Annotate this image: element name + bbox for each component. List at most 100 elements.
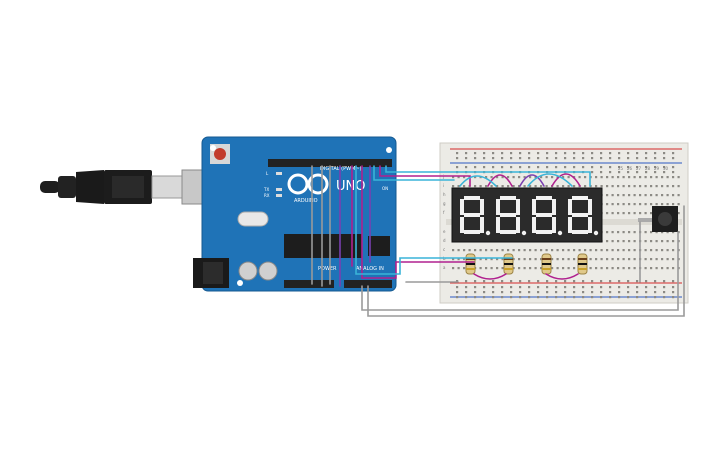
rail-hole[interactable] <box>483 296 486 299</box>
rail-hole[interactable] <box>600 157 603 160</box>
wire-magenta[interactable] <box>473 273 507 280</box>
breadboard-hole[interactable] <box>666 231 669 234</box>
rail-hole[interactable] <box>564 280 567 283</box>
rail-hole[interactable] <box>618 152 621 155</box>
breadboard-hole[interactable] <box>655 194 658 197</box>
breadboard-hole[interactable] <box>545 176 548 179</box>
rail-hole[interactable] <box>654 152 657 155</box>
breadboard-hole[interactable] <box>518 185 521 188</box>
breadboard-hole[interactable] <box>628 212 631 215</box>
breadboard-hole[interactable] <box>622 194 625 197</box>
breadboard-hole[interactable] <box>644 240 647 243</box>
breadboard-hole[interactable] <box>672 240 675 243</box>
rail-hole[interactable] <box>492 157 495 160</box>
rail-hole[interactable] <box>600 152 603 155</box>
breadboard-hole[interactable] <box>573 249 576 252</box>
rail-hole[interactable] <box>663 171 666 174</box>
rail-hole[interactable] <box>573 280 576 283</box>
breadboard-hole[interactable] <box>617 258 620 261</box>
rail-hole[interactable] <box>510 286 513 289</box>
breadboard-hole[interactable] <box>617 185 620 188</box>
breadboard-hole[interactable] <box>655 176 658 179</box>
breadboard-hole[interactable] <box>600 249 603 252</box>
rail-hole[interactable] <box>456 291 459 294</box>
breadboard-hole[interactable] <box>595 267 598 270</box>
rail-hole[interactable] <box>528 296 531 299</box>
rail-hole[interactable] <box>618 286 621 289</box>
breadboard-hole[interactable] <box>661 249 664 252</box>
rail-hole[interactable] <box>645 166 648 169</box>
rail-hole[interactable] <box>582 166 585 169</box>
rail-hole[interactable] <box>492 152 495 155</box>
rail-hole[interactable] <box>654 157 657 160</box>
breadboard-hole[interactable] <box>496 258 499 261</box>
breadboard-hole[interactable] <box>622 258 625 261</box>
rail-hole[interactable] <box>537 166 540 169</box>
breadboard-hole[interactable] <box>512 176 515 179</box>
breadboard-hole[interactable] <box>661 203 664 206</box>
breadboard-hole[interactable] <box>600 185 603 188</box>
rail-hole[interactable] <box>465 280 468 283</box>
rail-hole[interactable] <box>555 166 558 169</box>
breadboard-hole[interactable] <box>622 240 625 243</box>
breadboard-hole[interactable] <box>534 176 537 179</box>
breadboard-hole[interactable] <box>529 176 532 179</box>
breadboard-hole[interactable] <box>589 267 592 270</box>
breadboard-hole[interactable] <box>463 258 466 261</box>
rail-hole[interactable] <box>654 171 657 174</box>
rail-hole[interactable] <box>645 157 648 160</box>
breadboard-hole[interactable] <box>567 249 570 252</box>
breadboard-hole[interactable] <box>463 267 466 270</box>
rail-hole[interactable] <box>465 286 468 289</box>
rail-hole[interactable] <box>483 152 486 155</box>
breadboard-hole[interactable] <box>518 258 521 261</box>
breadboard-hole[interactable] <box>474 185 477 188</box>
breadboard-hole[interactable] <box>556 267 559 270</box>
breadboard-hole[interactable] <box>661 258 664 261</box>
breadboard-hole[interactable] <box>677 176 680 179</box>
breadboard-hole[interactable] <box>644 203 647 206</box>
breadboard-hole[interactable] <box>650 267 653 270</box>
rail-hole[interactable] <box>609 291 612 294</box>
rail-hole[interactable] <box>618 166 621 169</box>
breadboard-hole[interactable] <box>567 267 570 270</box>
breadboard-hole[interactable] <box>562 176 565 179</box>
rail-hole[interactable] <box>654 280 657 283</box>
breadboard-hole[interactable] <box>655 267 658 270</box>
breadboard-hole[interactable] <box>672 194 675 197</box>
breadboard-hole[interactable] <box>452 258 455 261</box>
rail-hole[interactable] <box>528 291 531 294</box>
breadboard-hole[interactable] <box>661 231 664 234</box>
breadboard-hole[interactable] <box>479 185 482 188</box>
rail-hole[interactable] <box>618 296 621 299</box>
breadboard-hole[interactable] <box>644 176 647 179</box>
breadboard-hole[interactable] <box>523 185 526 188</box>
breadboard-hole[interactable] <box>655 231 658 234</box>
breadboard-hole[interactable] <box>523 258 526 261</box>
breadboard-hole[interactable] <box>529 267 532 270</box>
rail-hole[interactable] <box>465 157 468 160</box>
breadboard-hole[interactable] <box>457 176 460 179</box>
breadboard-hole[interactable] <box>490 267 493 270</box>
breadboard-hole[interactable] <box>589 249 592 252</box>
breadboard-hole[interactable] <box>677 194 680 197</box>
rail-hole[interactable] <box>672 296 675 299</box>
breadboard-hole[interactable] <box>463 185 466 188</box>
breadboard-hole[interactable] <box>512 267 515 270</box>
rail-hole[interactable] <box>519 152 522 155</box>
rail-hole[interactable] <box>510 280 513 283</box>
breadboard-hole[interactable] <box>650 176 653 179</box>
rail-hole[interactable] <box>501 291 504 294</box>
rail-hole[interactable] <box>546 291 549 294</box>
rail-hole[interactable] <box>627 152 630 155</box>
rail-hole[interactable] <box>663 280 666 283</box>
wire-purple[interactable] <box>519 174 545 187</box>
breadboard-hole[interactable] <box>551 258 554 261</box>
breadboard-hole[interactable] <box>600 176 603 179</box>
rail-hole[interactable] <box>474 286 477 289</box>
breadboard-hole[interactable] <box>490 258 493 261</box>
rail-hole[interactable] <box>573 166 576 169</box>
rail-hole[interactable] <box>672 152 675 155</box>
breadboard-hole[interactable] <box>485 258 488 261</box>
rail-hole[interactable] <box>537 286 540 289</box>
